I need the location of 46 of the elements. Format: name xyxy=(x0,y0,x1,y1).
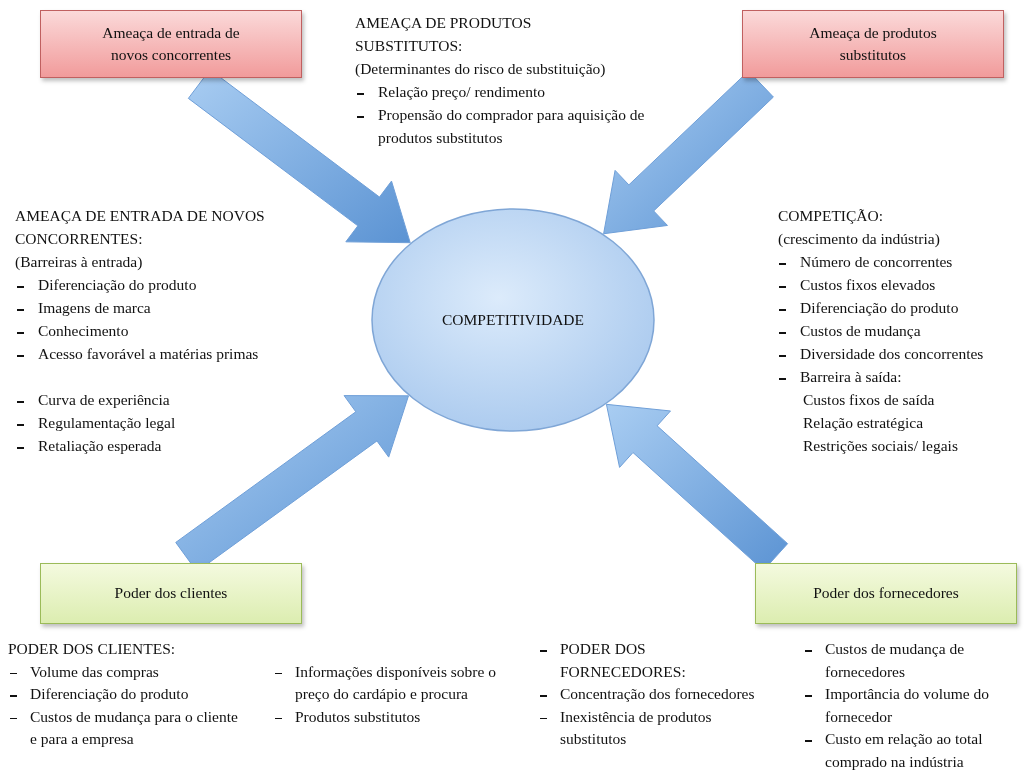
node-label: Ameaça de produtos substitutos xyxy=(808,22,938,65)
list-item: Custos de mudança de fornecedores xyxy=(825,639,966,682)
list-item: Curva de experiência xyxy=(38,390,171,410)
center-ellipse xyxy=(371,208,655,432)
node-label: Poder dos fornecedores xyxy=(813,583,959,604)
list-item: Restrições sociais/ legais xyxy=(803,436,959,456)
section-heading: AMEAÇA DE PRODUTOS SUBSTITUTOS: xyxy=(355,13,533,56)
list-item: Custos de mudança xyxy=(800,321,922,341)
list-item: Custos de mudança para o cliente e para a empresa xyxy=(30,706,239,749)
section-heading: AMEAÇA DE ENTRADA DE NOVOS CONCORRENTES: xyxy=(15,206,266,249)
section-heading: PODER DOS CLIENTES: xyxy=(8,639,177,659)
list-item: Diferenciação do produto xyxy=(800,298,960,318)
list-item: Importância do volume do fornecedor xyxy=(825,684,990,727)
force-box xyxy=(40,563,302,624)
list-item: Imagens de marca xyxy=(38,298,152,318)
section-subtitle: (crescimento da indústria) xyxy=(778,229,941,249)
section-heading: COMPETIÇÃO: xyxy=(778,206,885,226)
list-item: Inexistência de produtos substitutos xyxy=(560,706,713,749)
force-box xyxy=(755,563,1017,624)
list-item: Concentração dos fornecedores xyxy=(560,684,756,704)
list-item: Volume das compras xyxy=(30,661,160,682)
list-item: Propensão do comprador para aquisição de produtos substitutos xyxy=(378,105,646,148)
list-item: Diferenciação do produto xyxy=(38,275,198,295)
list-item: Diversidade dos concorrentes xyxy=(800,344,985,364)
list-item: Acesso favorável a matérias primas xyxy=(38,344,260,364)
list-item: Número de concorrentes xyxy=(800,252,954,272)
list-item: Custos fixos de saída xyxy=(803,390,936,410)
section-heading: PODER DOS FORNECEDORES: xyxy=(560,639,687,682)
force-box xyxy=(742,10,1004,78)
list-item: Relação estratégica xyxy=(803,413,925,433)
list-item: Regulamentação legal xyxy=(38,413,177,433)
list-item: Produtos substitutos xyxy=(295,706,422,727)
node-label: Poder dos clientes xyxy=(114,583,228,604)
section-subtitle: (Determinantes do risco de substituição) xyxy=(355,59,607,79)
list-item: Relação preço/ rendimento xyxy=(378,82,546,102)
node-label: Ameaça de entrada de novos concorrentes xyxy=(101,22,241,65)
list-item: Informações disponíveis sobre o preço do cardápio e procura xyxy=(295,661,498,704)
force-box xyxy=(40,10,302,78)
section-subtitle: (Barreiras à entrada) xyxy=(15,252,144,272)
list-item: Custo em relação ao total comprado na indústria xyxy=(825,729,984,772)
list-item: Retaliação esperada xyxy=(38,436,163,456)
list-item: Custos fixos elevados xyxy=(800,275,937,295)
list-item: Diferenciação do produto xyxy=(30,684,190,704)
node-label: COMPETITIVIDADE xyxy=(441,309,585,330)
list-item: Conhecimento xyxy=(38,321,130,341)
list-item: Barreira à saída: xyxy=(800,367,903,387)
